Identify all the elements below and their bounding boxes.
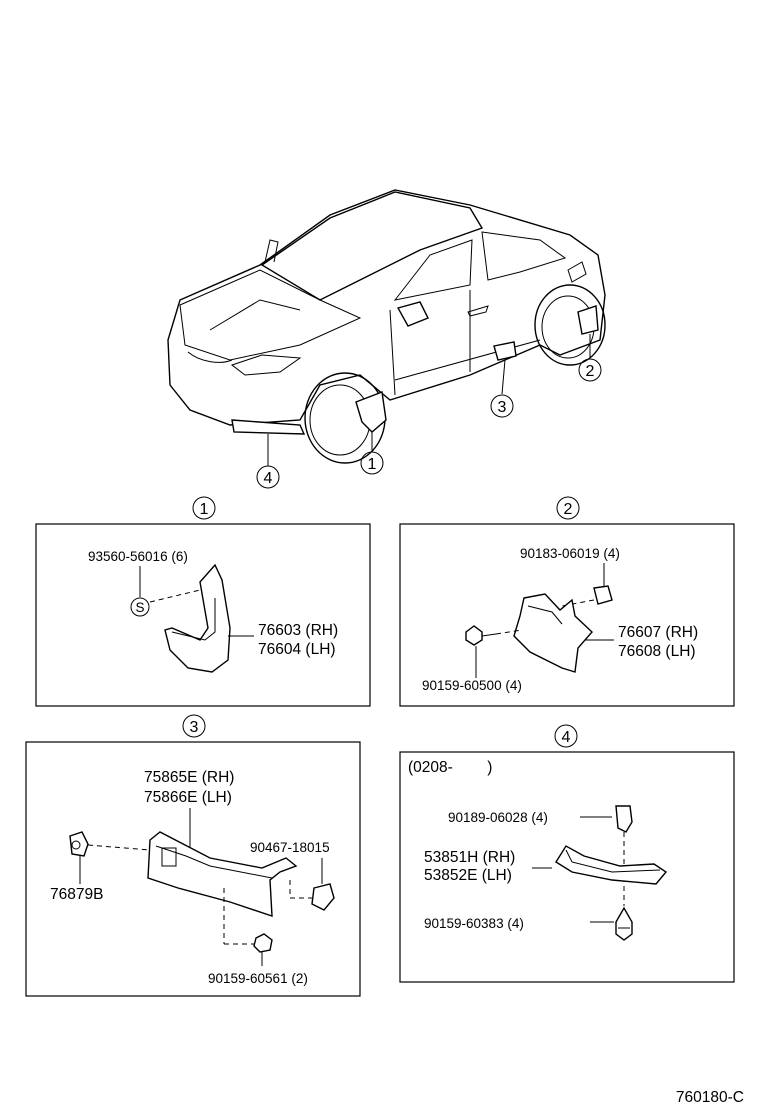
bolt-part-number: 90159-60500 (4) <box>422 678 522 693</box>
mudguard-rh-part-number: 76603 (RH) <box>258 622 338 639</box>
svg-text:1: 1 <box>368 456 377 473</box>
rear-mudguard-lh-part-number: 76608 (LH) <box>618 643 696 660</box>
panel-1-frame <box>35 523 371 707</box>
panel-4-frame <box>399 751 735 983</box>
bolt-drawing <box>615 906 633 941</box>
front-mudguard-drawing <box>164 563 231 673</box>
callout-2-panel: 2 <box>556 496 580 520</box>
bolt-drawing <box>465 625 483 646</box>
svg-text:3: 3 <box>190 719 199 736</box>
bolt-part-number: 90159-60383 (4) <box>424 916 524 931</box>
bottom-bolt-drawing <box>253 933 273 953</box>
svg-text:2: 2 <box>564 501 573 518</box>
clip-drawing <box>615 805 633 833</box>
rocker-trim-rh-part-number: 75865E (RH) <box>144 769 234 786</box>
callout-4-panel: 4 <box>554 724 578 748</box>
svg-text:1: 1 <box>200 501 209 518</box>
rear-mudguard-rh-part-number: 76607 (RH) <box>618 624 698 641</box>
svg-text:2: 2 <box>586 363 595 380</box>
callout-4-car: 4 <box>256 465 280 489</box>
callout-3-car: 3 <box>490 394 514 418</box>
svg-text:3: 3 <box>498 399 507 416</box>
callout-2-car: 2 <box>578 358 602 382</box>
svg-text:4: 4 <box>562 729 571 746</box>
svg-text:4: 4 <box>264 470 273 487</box>
clip-drawing <box>593 585 613 605</box>
panel-2: 90183-06019 (4) 76607 (RH) 76608 (LH) 90… <box>422 546 698 693</box>
screw-s-icon <box>130 597 150 617</box>
panel-3-frame <box>25 741 361 997</box>
date-range-label: (0208- ) <box>408 759 492 776</box>
bottom-bolt-part-number: 90159-60561 (2) <box>208 971 308 986</box>
right-clip-part-number: 90467-18015 <box>250 840 330 855</box>
spoiler-rh-part-number: 53851H (RH) <box>424 849 515 866</box>
left-clip-part-number: 76879B <box>50 886 103 903</box>
right-clip-drawing <box>311 883 335 911</box>
rear-mudguard-drawing <box>513 593 593 673</box>
callout-3-panel: 3 <box>182 714 206 738</box>
car-callout-leaders <box>267 334 591 466</box>
panel-3: 75865E (RH) 75866E (LH) 76879B 90467-180… <box>50 769 335 986</box>
screw-part-number: 93560-56016 (6) <box>88 549 188 564</box>
callout-1-car: 1 <box>360 451 384 475</box>
clip-part-number: 90189-06028 (4) <box>448 810 548 825</box>
spoiler-extension-drawing <box>555 845 668 885</box>
mudguard-lh-part-number: 76604 (LH) <box>258 641 336 658</box>
diagram-code: 760180-C <box>676 1089 744 1106</box>
car-illustration <box>167 189 606 464</box>
spoiler-lh-part-number: 53852E (LH) <box>424 867 512 884</box>
panel-1: 93560-56016 (6) S 76603 (RH) 76604 (LH) <box>88 549 338 673</box>
left-clip-drawing <box>69 831 89 857</box>
rocker-trim-drawing <box>147 831 298 917</box>
panel-2-frame <box>399 523 735 707</box>
callout-1-panel: 1 <box>192 496 216 520</box>
clip-part-number: 90183-06019 (4) <box>520 546 620 561</box>
rocker-trim-lh-part-number: 75866E (LH) <box>144 789 232 806</box>
panel-4: (0208- ) 90189-06028 (4) 53851H (RH) 538… <box>408 759 668 941</box>
screw-mark: S <box>135 600 144 615</box>
